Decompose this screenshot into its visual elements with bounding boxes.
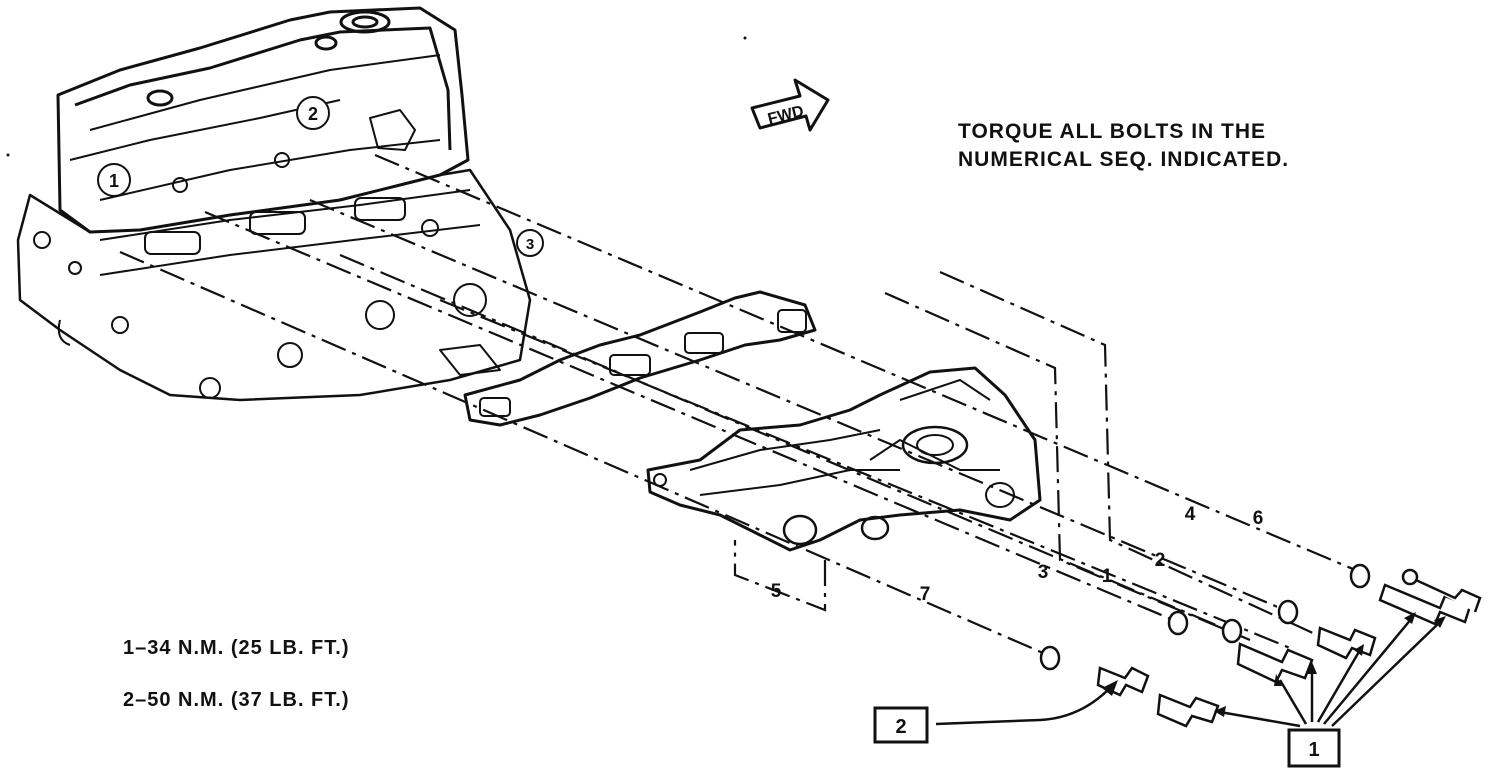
bolt-sequence-numbers: 4 6 2 1 3 5 7: [771, 504, 1264, 605]
exhaust-manifold: [646, 366, 1042, 552]
engine-callout-2: 2: [308, 104, 318, 124]
sequence-number-6: 6: [1253, 508, 1264, 529]
stray-dot: [6, 153, 10, 157]
stray-dot: [743, 36, 747, 40]
sequence-number-4: 4: [1185, 504, 1196, 525]
spec-callout-1-label: 1: [1308, 739, 1319, 761]
torque-spec-1: 1–34 N.M. (25 LB. FT.): [123, 637, 350, 659]
forward-arrow: FWD: [750, 78, 830, 132]
sequence-number-5: 5: [771, 581, 782, 602]
sequence-number-3: 3: [1038, 562, 1049, 583]
torque-spec-2: 2–50 N.M. (37 LB. FT.): [123, 689, 350, 711]
spec-callout-2-label: 2: [895, 716, 906, 738]
spec-callout-2: 2: [873, 680, 1118, 744]
sequence-number-2: 2: [1155, 550, 1166, 571]
engine-callouts: 1 2 3: [97, 96, 544, 257]
torque-note-line-1: TORQUE ALL BOLTS IN THE: [958, 120, 1267, 143]
spec-callout-1: 1: [1214, 612, 1446, 768]
sequence-number-7: 7: [920, 584, 931, 605]
alignment-lines: [119, 153, 1361, 658]
engine-assembly: [16, 6, 532, 402]
manifold-gasket: [463, 290, 817, 427]
torque-note-line-2: NUMERICAL SEQ. INDICATED.: [958, 148, 1290, 171]
engine-callout-1: 1: [109, 171, 119, 191]
sequence-number-1: 1: [1102, 566, 1113, 587]
engine-callout-3: 3: [526, 236, 534, 253]
